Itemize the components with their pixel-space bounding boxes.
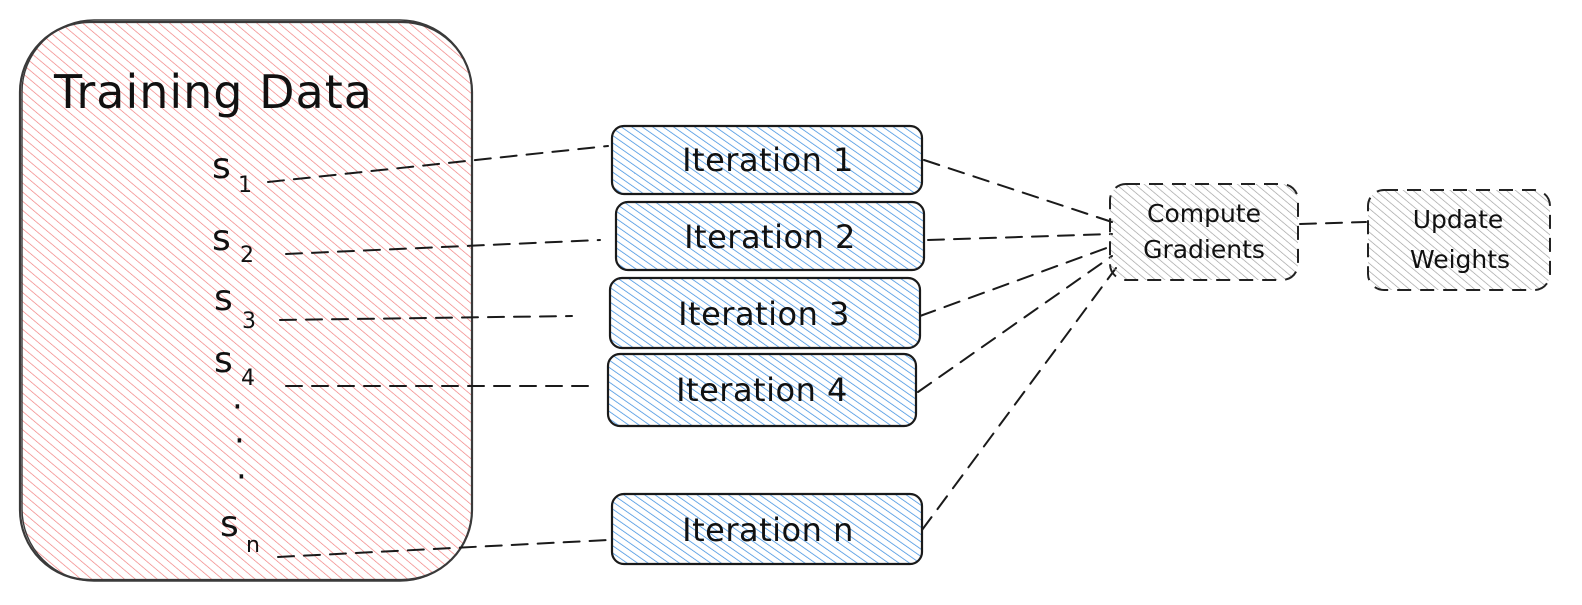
connector-iteration2-compute: [927, 233, 1113, 241]
sample-s1: s 1: [212, 146, 252, 198]
ellipsis-dot: ·: [234, 421, 245, 461]
sample-letter: s: [220, 504, 239, 545]
sample-index: 3: [242, 309, 256, 334]
connector-iterationn-compute: [921, 267, 1117, 531]
update-weights-line1: Update: [1413, 205, 1504, 234]
sample-sn: s n: [220, 504, 260, 558]
sample-index: n: [246, 533, 260, 558]
iteration-box-3: Iteration 3: [608, 276, 922, 350]
sample-letter: s: [214, 278, 233, 319]
iteration-label: Iteration 1: [682, 141, 854, 179]
training-data-box: [18, 19, 474, 582]
sample-letter: s: [212, 146, 231, 187]
connector-s3-iteration3: [279, 315, 573, 321]
training-data-title: Training Data: [53, 65, 373, 119]
connector-s1-iteration1: [267, 145, 609, 183]
connector-iteration1-compute: [923, 159, 1113, 223]
ellipsis-dot: ·: [236, 457, 247, 497]
sample-index: 1: [238, 173, 252, 198]
sample-index: 2: [240, 243, 254, 268]
sample-s3: s 3: [214, 278, 256, 334]
sample-index: 4: [241, 366, 255, 391]
update-weights-box: Update Weights: [1367, 189, 1551, 291]
iteration-label: Iteration 4: [676, 371, 848, 409]
connector-sn-iterationn: [277, 539, 609, 558]
sample-letter: s: [214, 340, 233, 381]
sample-letter: s: [212, 218, 231, 259]
connector-iteration4-compute: [917, 255, 1113, 393]
iteration-label: Iteration 2: [684, 218, 856, 256]
iteration-box-2: Iteration 2: [614, 200, 926, 272]
iteration-label: Iteration n: [682, 511, 854, 549]
iteration-box-4: Iteration 4: [606, 352, 918, 428]
compute-gradients-box: Compute Gradients: [1109, 183, 1299, 281]
update-weights-line2: Weights: [1410, 245, 1510, 274]
sample-s2: s 2: [212, 218, 254, 268]
connector-compute-update: [1299, 221, 1367, 225]
ellipsis-dot: ·: [232, 387, 243, 427]
connector-iteration3-compute: [919, 245, 1113, 317]
connector-s2-iteration2: [285, 239, 601, 255]
iteration-box-1: Iteration 1: [610, 124, 924, 196]
compute-gradients-line2: Gradients: [1143, 235, 1265, 264]
iteration-box-n: Iteration n: [610, 492, 924, 566]
compute-gradients-line1: Compute: [1147, 199, 1261, 228]
sample-s4: s 4: [214, 340, 255, 391]
iteration-label: Iteration 3: [678, 295, 850, 333]
